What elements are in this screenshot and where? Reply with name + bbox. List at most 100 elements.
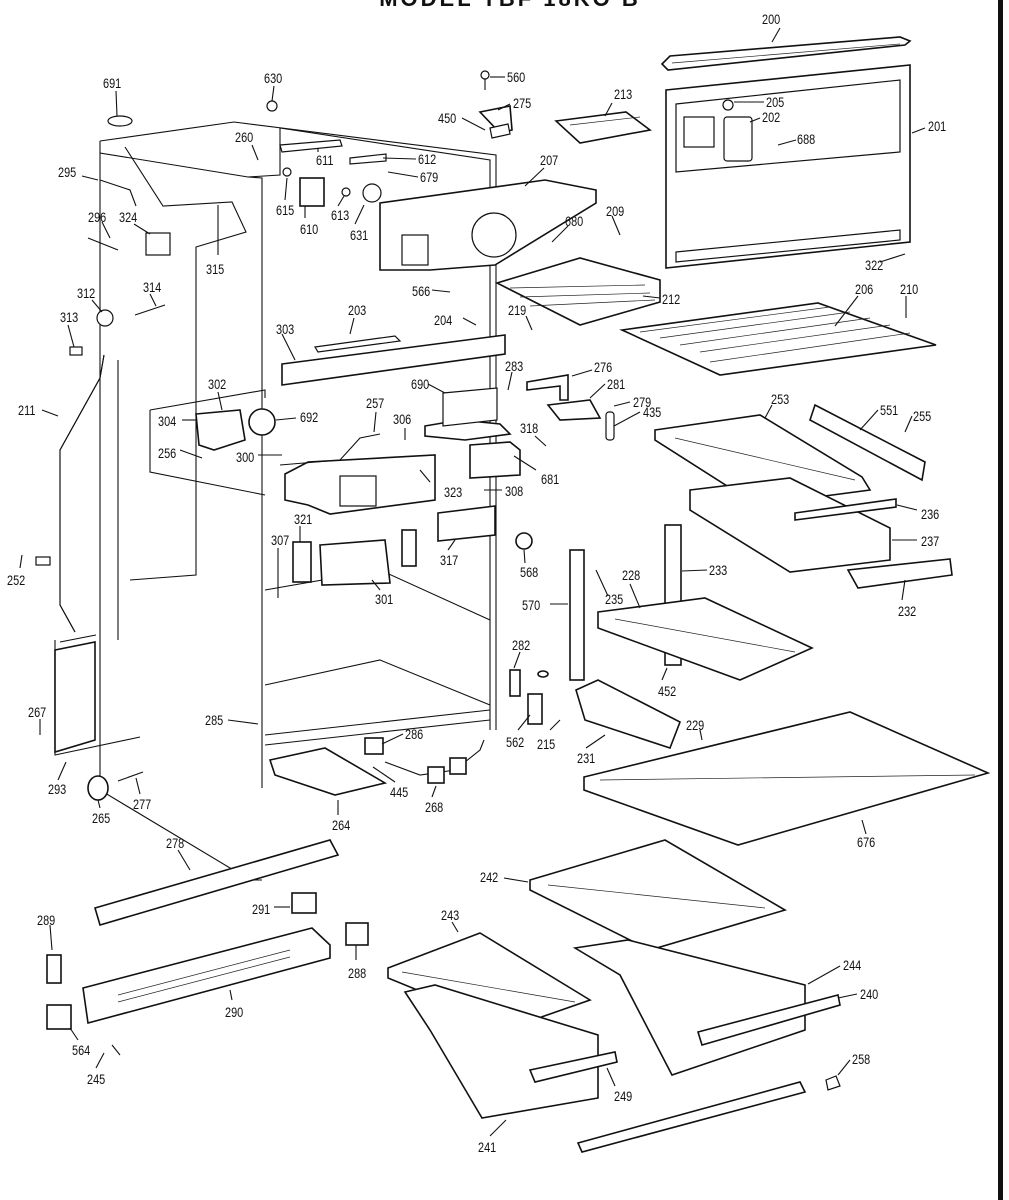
callout-679-screw: 679 [420,169,439,185]
callout-256-damper-control: 256 [158,445,177,461]
part-203-mullion-trim [281,334,506,386]
leader-line-691 [115,90,118,117]
callout-207-evaporator-cover: 207 [540,152,559,168]
leader-line-293 [57,761,67,781]
callout-200-freezer-shelf-grille: 200 [762,11,781,27]
callout-205-knob: 205 [766,94,785,110]
part-236-pan [689,477,891,573]
leader-line-317 [447,539,456,551]
callout-324-plug: 324 [119,209,138,225]
callout-562-screw: 562 [506,734,525,750]
page-border [998,0,1003,1200]
part-301-socket [515,532,533,550]
part-260-drain-tube [35,179,171,566]
callout-232-shelf-ladder-right: 232 [898,603,917,619]
leader-line-551 [859,409,879,431]
callout-275-top-hinge: 275 [513,95,532,111]
leader-line-201 [911,127,926,134]
part-276-hinge [526,374,615,441]
callout-233-shelf-ladder-left: 233 [709,562,728,578]
callout-219-heater: 219 [508,302,527,318]
callout-315-elbow: 315 [206,261,225,277]
part-258-rail [576,1075,841,1153]
callout-312-drain-fitting: 312 [77,285,96,301]
part-206-wire-shelf [619,302,937,376]
leader-line-296 [101,221,111,239]
callout-228-cantilever-shelf: 228 [622,567,641,583]
leader-line-243 [451,921,459,933]
callout-206-freezer-wire-shelf: 206 [855,281,874,297]
part-213-ice-tray [554,111,652,144]
leader-line-445 [372,766,396,783]
leader-line-680 [551,225,569,243]
leader-line-229 [699,729,703,741]
callout-201-control-panel-cover: 201 [928,118,947,134]
leader-line-242 [503,877,529,883]
callout-243-crisper-drawer-right: 243 [441,907,460,923]
callout-681-screw: 681 [541,471,560,487]
leader-line-314 [149,293,157,307]
leader-line-279 [613,401,631,407]
leader-line-630 [271,85,275,102]
callout-244-drawer-handle: 244 [843,957,862,973]
callout-680-screw: 680 [565,213,584,229]
callout-302-control-bracket: 302 [208,376,227,392]
part-307-light-shield [292,529,417,586]
leader-line-268 [431,785,437,798]
leader-line-212 [642,295,661,299]
leader-line-232 [901,579,906,601]
leader-line-240 [837,993,858,999]
leader-line-241 [489,1119,507,1137]
callout-212-ice-tray-rack: 212 [662,291,681,307]
callout-253-support-rail: 253 [771,391,790,407]
leader-line-231 [585,734,606,749]
leader-line-612 [382,157,417,160]
callout-435-door-closer: 435 [643,404,662,420]
leader-line-285 [227,719,259,725]
leader-line-257 [373,411,377,433]
leader-line-302 [217,391,223,411]
part-313-drain-tube [59,354,105,633]
callout-209-damper-sensor: 209 [606,203,625,219]
part-212-ice-rack [494,257,661,326]
leader-line-323 [419,469,431,483]
callout-691-screw: 691 [103,75,122,91]
callout-282-bottom-hinge: 282 [512,637,531,653]
leader-line-435 [613,411,641,427]
leader-line-613 [337,195,345,207]
callout-300-light-switch: 300 [236,449,255,465]
callout-260-drain-tube: 260 [235,129,254,145]
callout-611-fan-bracket: 611 [316,152,334,168]
callout-688-screw: 688 [797,131,816,147]
leader-line-258 [837,1059,851,1076]
part-268-drain-pan [268,737,485,796]
callout-229-glass-shelf: 229 [686,717,705,733]
part-237-front [846,558,953,589]
callout-202-control-knob-plate: 202 [762,109,781,125]
part-275-hinge [478,70,513,139]
callout-630-cap: 630 [264,70,283,86]
callout-690-pin: 690 [411,376,430,392]
leader-line-301 [371,579,381,591]
callout-249-end-cap: 249 [614,1088,633,1104]
callout-240-crisper-drawer-left: 240 [860,986,879,1002]
callout-213-ice-cube-tray: 213 [614,86,633,102]
leader-line-566 [431,289,451,293]
callout-321-screw: 321 [294,511,313,527]
leader-line-631 [354,204,365,225]
callout-237-pan-front: 237 [921,533,940,549]
part-303-control [195,408,276,451]
part-289-bracket [46,922,369,1056]
leader-line-295 [81,175,99,181]
callout-318-cover: 318 [520,420,539,436]
part-252-pan-cover [654,414,872,506]
callout-278-leveler: 278 [166,835,185,851]
part-201-panel [665,64,911,269]
callout-210-shelf-support: 210 [900,281,919,297]
callout-613-fan-blade: 613 [331,207,350,223]
callout-551-screw: 551 [880,402,899,418]
leader-line-313 [67,324,75,348]
leader-line-290 [229,989,233,1001]
leader-line-692 [275,417,297,421]
